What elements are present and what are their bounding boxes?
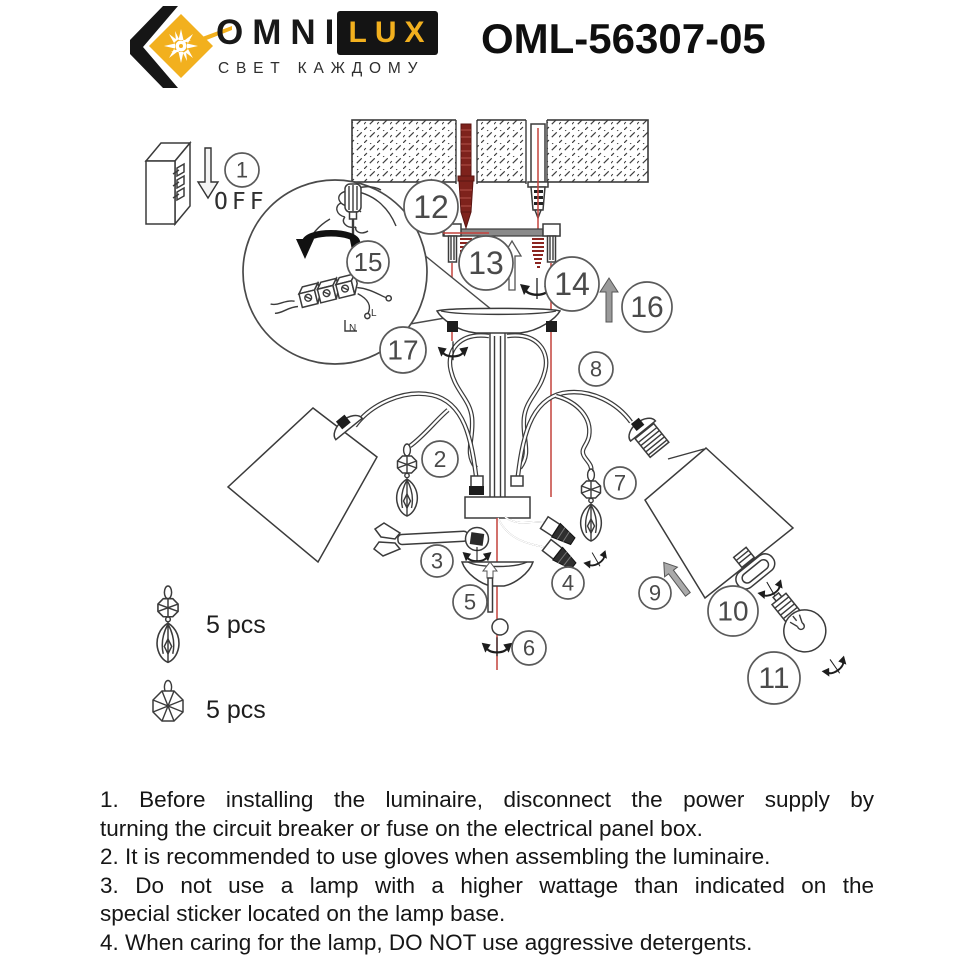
- brand-word-omni: OMNI: [216, 13, 344, 52]
- svg-text:12: 12: [413, 189, 449, 225]
- brand-tagline: СВЕТ КАЖДОМУ: [218, 60, 425, 77]
- finial-ball: [491, 618, 509, 636]
- instruction-line: 3. Do not use a lamp with a higher watta…: [100, 872, 874, 898]
- brand-word-lux: LUX: [348, 16, 433, 49]
- bottom-cup: [460, 561, 535, 587]
- lamp-arm-left: [353, 391, 480, 485]
- power-off-arrow-icon: [196, 147, 220, 200]
- lamp-shade-right: [644, 446, 795, 600]
- callout-4: 4: [551, 566, 585, 600]
- anchor-screw-thread-right: [532, 238, 544, 268]
- ceiling-canopy: [435, 307, 562, 334]
- svg-text:17: 17: [387, 335, 418, 366]
- callout-10: 10: [707, 585, 759, 637]
- shade-socket-right: [628, 417, 670, 459]
- brand-lux-box: LUX: [337, 11, 438, 55]
- svg-text:1: 1: [236, 158, 248, 183]
- instruction-line: turning the circuit breaker or fuse on t…: [100, 815, 703, 841]
- callout-17: 17: [379, 326, 427, 374]
- safety-instructions: 1. Before installing the luminaire, disc…: [100, 786, 874, 958]
- svg-text:7: 7: [614, 471, 626, 496]
- shade-stem-line: [667, 448, 705, 460]
- socket-wires: [497, 516, 550, 549]
- lamp-shade-left: [226, 407, 378, 564]
- svg-text:10: 10: [717, 596, 748, 627]
- callout-7: 7: [603, 466, 637, 500]
- svg-text:13: 13: [468, 245, 504, 281]
- callout-13: 13: [458, 235, 514, 291]
- circuit-breaker-box: [144, 140, 192, 227]
- wall-plug-right: [527, 123, 549, 236]
- up-arrow-16: [599, 277, 619, 323]
- finial-pin: [487, 577, 494, 613]
- omnilux-logo-icon: [130, 6, 232, 88]
- off-label: OFF: [214, 189, 268, 215]
- callout-12: 12: [403, 179, 459, 235]
- bracket-screw-right: [542, 223, 561, 263]
- callout-5: 5: [452, 584, 488, 620]
- svg-text:15: 15: [354, 247, 383, 277]
- legend-qty-bead: 5 pcs: [206, 696, 266, 724]
- callout-6: 6: [511, 630, 547, 666]
- wire-neutral-label: N: [349, 323, 356, 334]
- svg-text:6: 6: [523, 636, 535, 661]
- legend-qty-pendant: 5 pcs: [206, 611, 266, 639]
- callout-14: 14: [544, 256, 600, 312]
- lamp-holder-2: [541, 538, 577, 570]
- svg-text:11: 11: [758, 662, 789, 695]
- callout-15: 15: [346, 240, 390, 284]
- instruction-line: 4. When caring for the lamp, DO NOT use …: [100, 929, 753, 955]
- pin-up-arrow: [481, 561, 499, 579]
- svg-text:8: 8: [590, 357, 602, 382]
- lamp-holder-1: [539, 515, 576, 546]
- svg-text:16: 16: [630, 291, 663, 324]
- legend-bead-icon: [152, 679, 184, 722]
- callout-11: 11: [747, 651, 801, 705]
- wire-line-label: L: [371, 308, 377, 319]
- svg-text:4: 4: [562, 571, 574, 596]
- callout-1: 1: [224, 152, 260, 188]
- ceiling-section: [351, 119, 649, 184]
- svg-text:3: 3: [431, 549, 443, 574]
- svg-text:14: 14: [554, 266, 590, 302]
- callout-3: 3: [420, 544, 454, 578]
- shade-ring: [732, 546, 776, 590]
- callout-8: 8: [578, 351, 614, 387]
- shade-socket-left: [333, 414, 364, 441]
- center-pipe: [489, 333, 506, 497]
- wrench: [372, 522, 490, 557]
- instruction-line: special sticker located on the lamp base…: [100, 901, 506, 927]
- model-number: OML-56307-05: [481, 15, 766, 62]
- legend-pendant-icon: [156, 585, 180, 664]
- svg-text:2: 2: [434, 446, 447, 472]
- center-hub: [464, 475, 531, 519]
- light-bulb: [770, 591, 827, 653]
- svg-text:5: 5: [464, 590, 476, 615]
- callout-16: 16: [621, 281, 673, 333]
- svg-text:9: 9: [649, 581, 661, 606]
- instruction-line: 1. Before installing the luminaire, disc…: [100, 787, 874, 812]
- callout-2: 2: [421, 440, 459, 478]
- insert-arrow-9: [663, 561, 691, 597]
- callout-9: 9: [638, 576, 672, 610]
- lamp-arm-right: [514, 389, 633, 485]
- instruction-line: 2. It is recommended to use gloves when …: [100, 844, 771, 870]
- scroll-arm-right: [506, 333, 549, 470]
